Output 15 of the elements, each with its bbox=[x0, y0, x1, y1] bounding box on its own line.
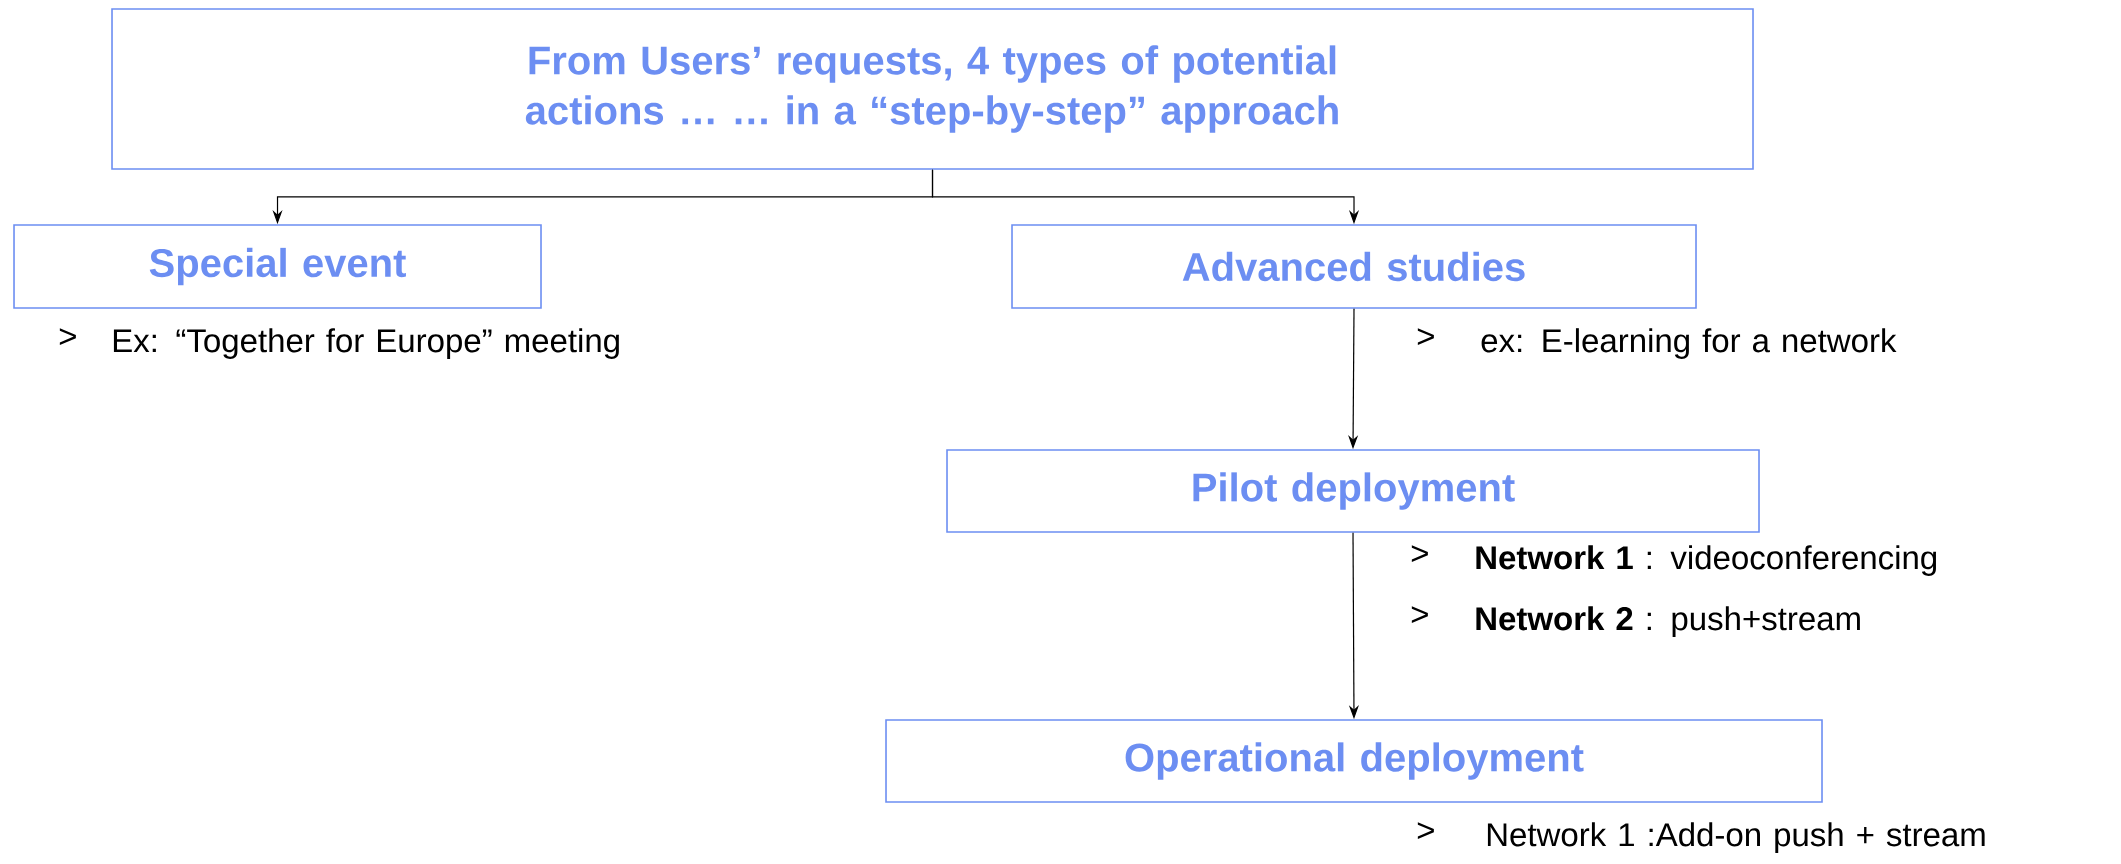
bullet-text: Network 1 : videoconferencing bbox=[1476, 545, 1937, 576]
process-box: Advanced studies bbox=[1011, 224, 1697, 309]
process-box: Operational deployment bbox=[885, 719, 1823, 803]
bullet-marker: > bbox=[1417, 328, 1434, 345]
process-box: Pilot deployment bbox=[946, 449, 1760, 533]
bullet-text: ex: E-learning for a network bbox=[1481, 328, 1897, 359]
process-box: Special event bbox=[13, 224, 542, 309]
bullet-marker: > bbox=[59, 328, 76, 345]
bullet-text: Network 2 : push+stream bbox=[1476, 606, 1860, 637]
bullet-text: Network 1 :Add-on push + stream bbox=[1487, 822, 1985, 853]
process-box: From Users’ requests, 4 types of potential actions … … in a “step-by-step” approach bbox=[111, 8, 1754, 170]
bullet-text: Ex: “Together for Europe” meeting bbox=[113, 328, 619, 359]
bullet-marker: > bbox=[1417, 822, 1434, 839]
bullet-marker: > bbox=[1411, 545, 1428, 562]
bullet-marker: > bbox=[1411, 606, 1428, 623]
